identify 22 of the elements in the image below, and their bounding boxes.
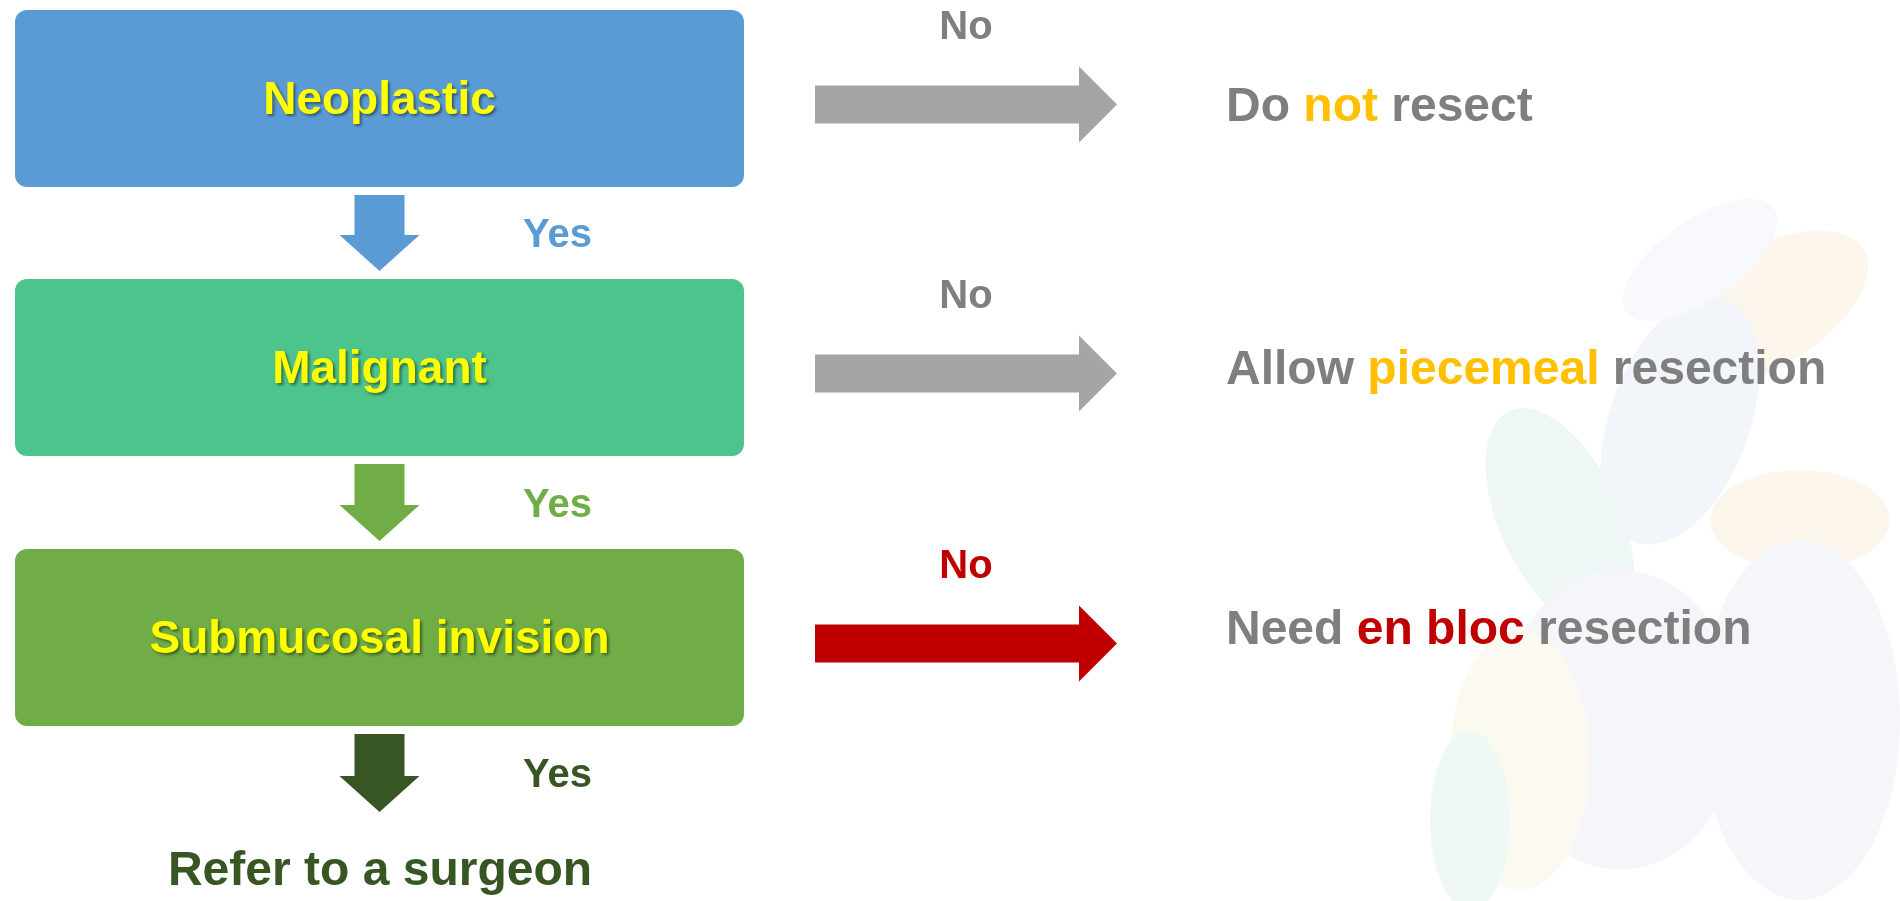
- edge-label: No: [939, 273, 993, 314]
- block-arrow: [815, 66, 1117, 143]
- process-box: [15, 279, 744, 456]
- box-label: Submucosal invision: [149, 610, 610, 665]
- block-arrow: [815, 335, 1117, 412]
- result-text: Allow piecemeal resection: [1226, 338, 1900, 398]
- result-text: Need en bloc resection: [1226, 598, 1886, 658]
- block-arrow: [339, 464, 420, 541]
- edge-label: No: [939, 4, 993, 45]
- outcome-text: Refer to a surgeon: [80, 840, 680, 898]
- result-text: Do not resect: [1226, 75, 1886, 135]
- process-box: [15, 549, 744, 726]
- edge-label: No: [939, 543, 993, 584]
- edge-label: Yes: [523, 753, 592, 793]
- box-label: Neoplastic: [263, 71, 496, 126]
- box-label: Malignant: [272, 340, 487, 395]
- block-arrow: [339, 734, 420, 812]
- block-arrow: [339, 195, 420, 271]
- edge-label: Yes: [523, 482, 592, 523]
- block-arrow: [815, 605, 1117, 682]
- edge-label: Yes: [523, 213, 592, 253]
- process-box: [15, 10, 744, 187]
